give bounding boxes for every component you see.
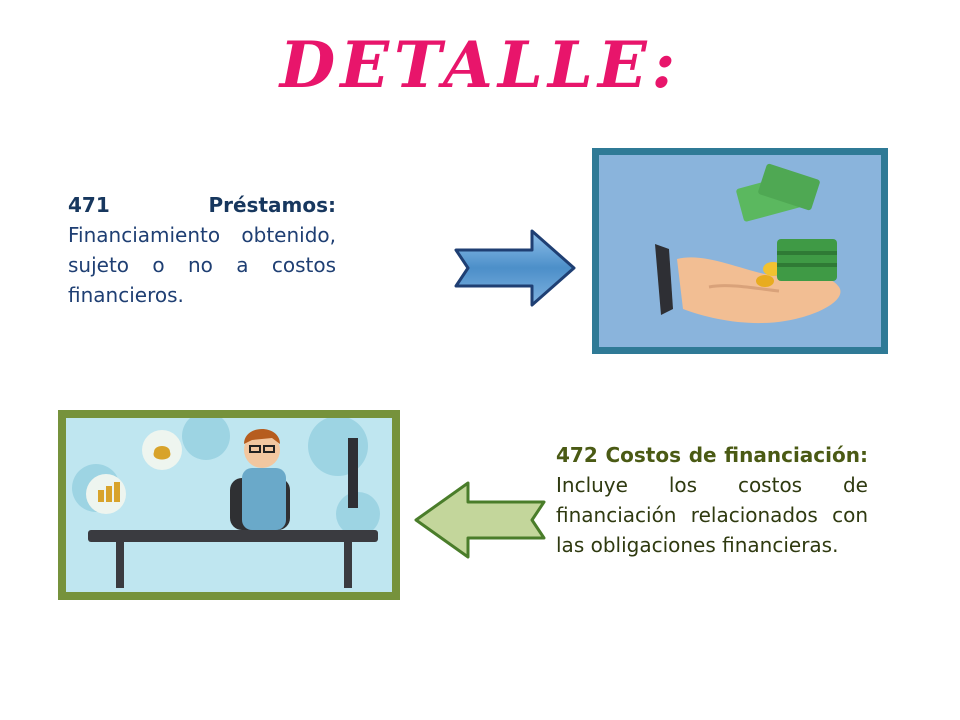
page-title: DETALLE: [279, 28, 681, 103]
item-471: 471 Préstamos: Financiamiento obtenido, … [68, 190, 336, 310]
arrow-left-icon [414, 481, 546, 559]
arrow-right-icon [454, 229, 576, 307]
item-471-label: 471 Préstamos: [68, 193, 336, 217]
item-471-description: Financiamiento obtenido, sujeto o no a c… [68, 223, 336, 307]
businessman-desk-image [58, 410, 400, 600]
money-hand-image [592, 148, 888, 354]
item-472-label: 472 Costos de financiación: [556, 443, 868, 467]
item-472-description: Incluye los costos de financiación relac… [556, 473, 868, 557]
item-472: 472 Costos de financiación: Incluye los … [556, 440, 868, 560]
